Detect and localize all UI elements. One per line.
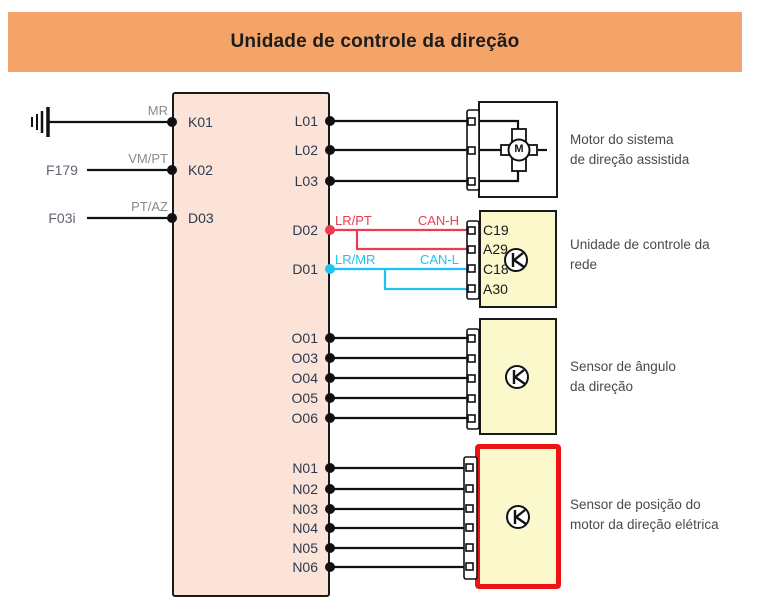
wire-label-ptaz: PT/AZ bbox=[131, 199, 168, 214]
can-l-color-label: LR/MR bbox=[335, 252, 376, 267]
motor-position-sensor-box-highlighted bbox=[475, 444, 561, 589]
pin-n01: N01 bbox=[292, 460, 318, 476]
pin-n05: N05 bbox=[292, 540, 318, 556]
fuse-f03i: F03i bbox=[37, 206, 87, 230]
pin-k02: K02 bbox=[188, 162, 213, 178]
pin-k01: K01 bbox=[188, 114, 213, 130]
pin-d01: D01 bbox=[292, 261, 318, 277]
wire-label-mr: MR bbox=[147, 103, 168, 118]
pin-o04: O04 bbox=[291, 370, 318, 386]
can-l-wire bbox=[330, 267, 469, 291]
pin-o03: O03 bbox=[291, 350, 318, 366]
pin-a30: A30 bbox=[483, 281, 508, 297]
pin-o01: O01 bbox=[291, 330, 318, 346]
page-title: Unidade de controle da direção bbox=[230, 31, 520, 52]
wire-label-vmpt: VM/PT bbox=[128, 151, 168, 166]
right-wires bbox=[330, 119, 468, 569]
pin-c18: C18 bbox=[483, 261, 509, 277]
can-h-bus-label: CAN-H bbox=[417, 213, 459, 228]
motor-symbol-label: M bbox=[514, 143, 524, 155]
pin-c19: C19 bbox=[483, 222, 509, 238]
title-banner: Unidade de controle da direção bbox=[8, 12, 742, 72]
pin-d02: D02 bbox=[292, 222, 318, 238]
pin-o06: O06 bbox=[291, 410, 318, 426]
pin-a29: A29 bbox=[483, 241, 508, 257]
network-unit-label: Unidade de controle da rede bbox=[570, 237, 710, 272]
fuse-f179: F179 bbox=[37, 158, 87, 182]
position-sensor-label: Sensor de posição do motor da direção el… bbox=[570, 497, 719, 532]
pin-n02: N02 bbox=[292, 481, 318, 497]
angle-sensor-label: Sensor de ângulo da direção bbox=[570, 359, 676, 394]
steering-angle-sensor-box bbox=[479, 318, 557, 435]
pin-n06: N06 bbox=[292, 559, 318, 575]
pin-d03: D03 bbox=[188, 210, 214, 226]
pin-n04: N04 bbox=[292, 520, 318, 536]
pin-o05: O05 bbox=[291, 390, 318, 406]
pin-l01: L01 bbox=[294, 113, 318, 129]
can-h-wire bbox=[330, 228, 469, 251]
can-h-color-label: LR/PT bbox=[335, 213, 372, 228]
can-l-bus-label: CAN-L bbox=[419, 252, 459, 267]
pin-l03: L03 bbox=[294, 173, 318, 189]
steering-control-unit-box bbox=[172, 92, 330, 597]
motor-label: Motor do sistema de direção assistida bbox=[570, 132, 690, 167]
pin-l02: L02 bbox=[294, 142, 318, 158]
ground-icon bbox=[31, 107, 50, 137]
pin-n03: N03 bbox=[292, 501, 318, 517]
